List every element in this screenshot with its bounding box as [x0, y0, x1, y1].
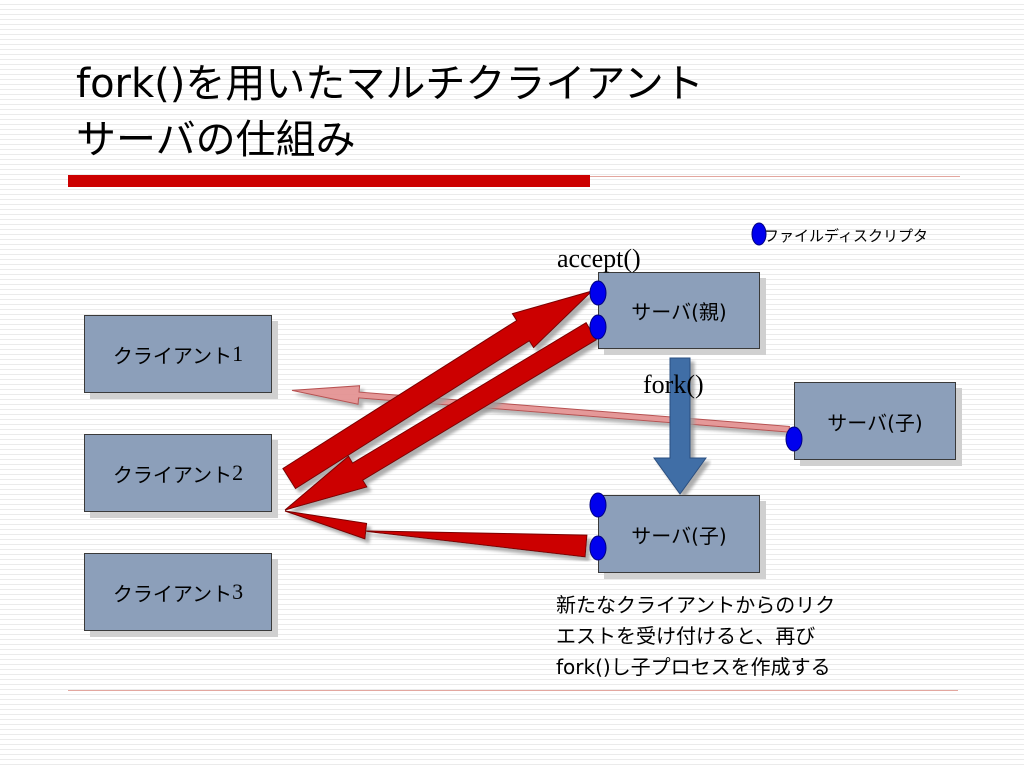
client-2-label: クライアント [112, 462, 233, 487]
server-child-bottom-label: サーバ(子) [631, 523, 727, 548]
server-child-bottom-box: サーバ(子) [598, 495, 760, 573]
fork-arrow [653, 357, 707, 495]
client-1-label: クライアント [112, 343, 233, 368]
server-parent-label: サーバ(親) [631, 300, 727, 324]
page-title-line-1: fork()を用いたマルチクライアント [76, 61, 704, 107]
arrow-child-bottom-to-client2 [284, 510, 588, 558]
server-parent-box: サーバ(親) [598, 272, 760, 349]
descriptor-parent-lower [589, 314, 607, 340]
fork-label: fork() [643, 370, 704, 399]
explanation-note: 新たなクライアントからのリク エストを受け付けると、再び fork()し子プロセ… [556, 593, 836, 679]
descriptor-child-right [785, 426, 803, 452]
descriptor-legend-marker [751, 222, 767, 246]
arrow-client2-to-accept [282, 290, 593, 490]
title-underline-red [68, 175, 590, 187]
client-3-label: クライアント [112, 581, 233, 606]
server-child-right-label: サーバ(子) [827, 410, 923, 435]
page-title-line-2: サーバの仕組み [76, 117, 356, 163]
legend-label: ファイルディスクリプタ [764, 227, 928, 245]
client-2-number: 2 [232, 460, 244, 485]
arrow-parent-to-client2 [284, 322, 597, 511]
title-underline-thin [590, 176, 960, 177]
descriptor-child-bottom-upper [589, 492, 607, 518]
footer-divider [68, 690, 958, 691]
descriptor-child-bottom-lower [589, 535, 607, 561]
accept-label: accept() [557, 244, 641, 273]
server-child-right-box: サーバ(子) [794, 382, 956, 460]
descriptor-parent-upper [589, 280, 607, 306]
page-title: fork()を用いたマルチクライアント サーバの仕組み [76, 56, 704, 168]
client-3-number: 3 [232, 579, 244, 604]
client-1-number: 1 [232, 341, 244, 366]
